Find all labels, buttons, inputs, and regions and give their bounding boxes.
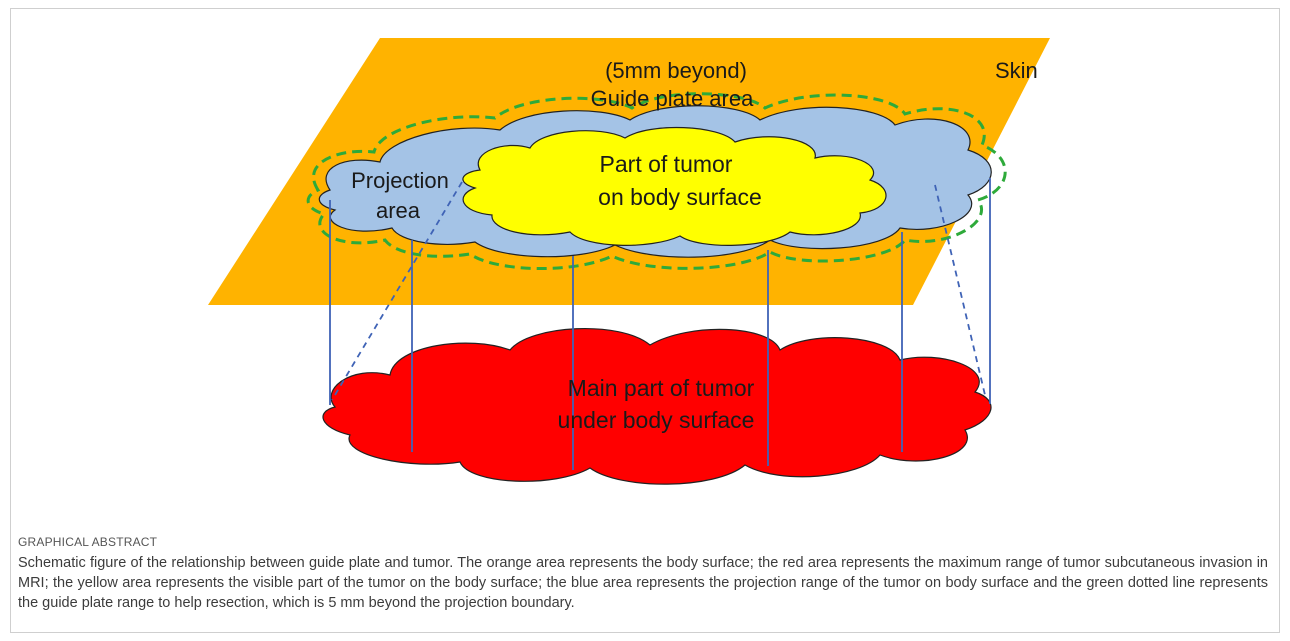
main-tumor-label-line2: under body surface xyxy=(558,407,755,433)
guide-plate-label-line1: (5mm beyond) xyxy=(605,58,747,83)
diagram-svg: (5mm beyond) Guide plate area Skin Proje… xyxy=(0,0,1290,530)
projection-label-line2: area xyxy=(376,198,421,223)
surface-tumor-label-line2: on body surface xyxy=(598,184,762,210)
main-tumor-label-line1: Main part of tumor xyxy=(568,375,755,401)
projection-label-line1: Projection xyxy=(351,168,449,193)
surface-tumor-label-line1: Part of tumor xyxy=(600,151,733,177)
caption-heading: GRAPHICAL ABSTRACT xyxy=(18,535,1268,549)
skin-label: Skin xyxy=(995,58,1038,83)
figure-caption: GRAPHICAL ABSTRACT Schematic figure of t… xyxy=(18,535,1268,613)
caption-text: Schematic figure of the relationship bet… xyxy=(18,553,1268,613)
guide-plate-label-line2: Guide plate area xyxy=(591,86,754,111)
